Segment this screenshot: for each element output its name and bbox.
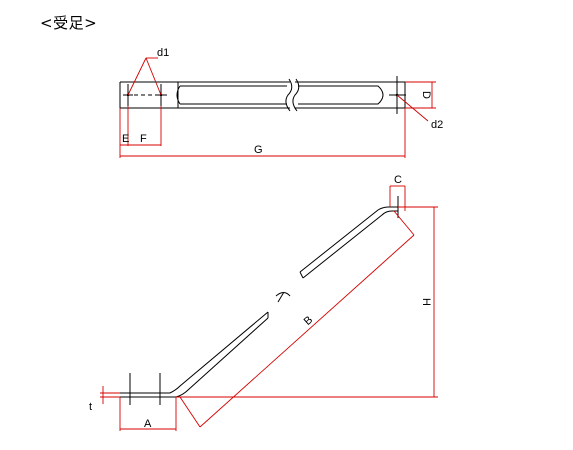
- top-view: d1 d2 D E F G: [119, 47, 443, 158]
- label-C: C: [394, 174, 402, 186]
- side-view: C B H A t: [89, 174, 438, 431]
- upper-arm-top: [299, 206, 398, 273]
- break-line-2: [292, 78, 300, 112]
- upper-arm-end: [299, 271, 304, 279]
- break-symbol: [275, 291, 291, 303]
- break-line-1: [285, 78, 293, 112]
- label-t: t: [89, 401, 92, 413]
- bar-inner-channel-right: [298, 85, 384, 105]
- label-d2: d2: [431, 119, 443, 131]
- drawing-title: <受足>: [40, 14, 98, 32]
- B-dim-line: [199, 234, 415, 428]
- label-d1: d1: [157, 47, 169, 59]
- label-A: A: [144, 418, 152, 430]
- B-ext-bottom: [179, 396, 201, 428]
- B-ext-top: [393, 210, 415, 236]
- bar-inner-channel: [176, 85, 287, 105]
- label-D: D: [420, 91, 432, 99]
- d1-leader-b: [145, 57, 162, 96]
- label-E: E: [122, 133, 129, 145]
- label-G: G: [254, 144, 263, 156]
- d1-leader-a: [127, 57, 147, 96]
- upper-arm-bottom: [302, 210, 398, 279]
- label-H: H: [420, 298, 432, 306]
- lower-arm-bottom: [175, 317, 269, 398]
- label-F: F: [140, 133, 147, 145]
- lower-arm-top: [169, 311, 269, 394]
